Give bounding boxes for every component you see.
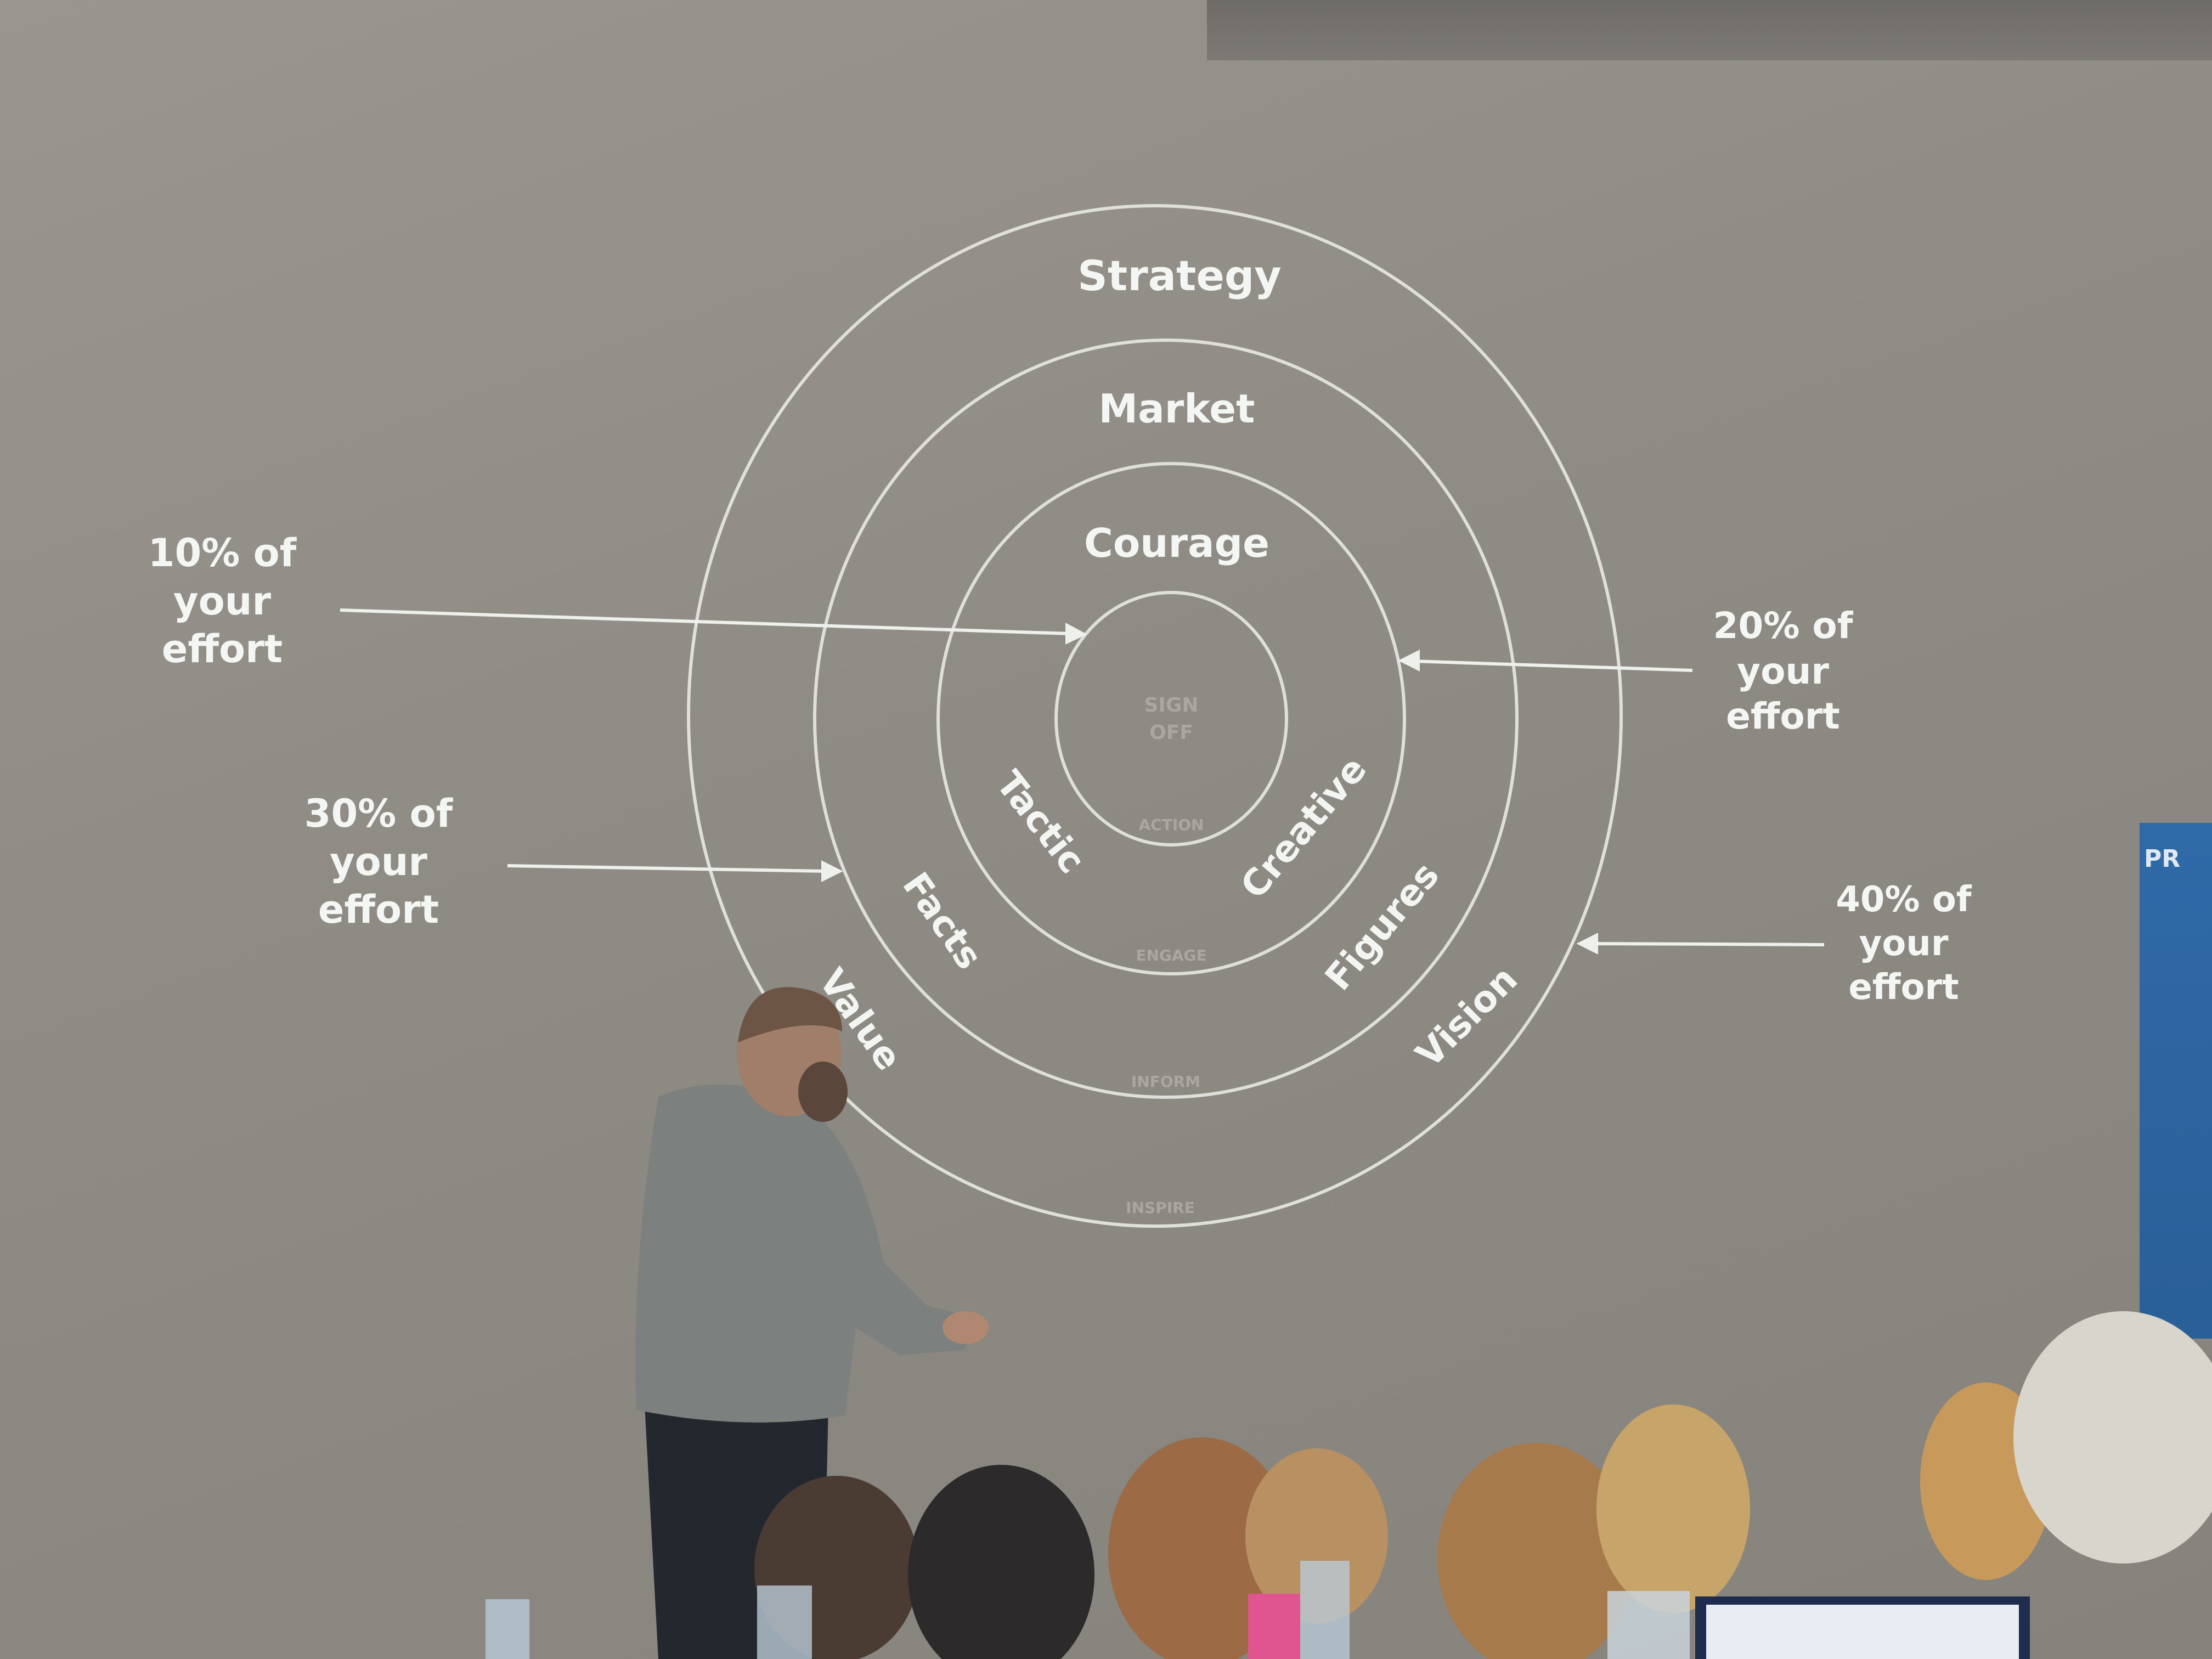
banner-text: PR [2144, 845, 2181, 873]
ceiling-edge [1207, 0, 2212, 60]
water-bottle-3 [1300, 1561, 1350, 1659]
audience [486, 1311, 2212, 1659]
effort-20-line1: 20% of [1713, 605, 1853, 647]
presenter-figure [635, 987, 989, 1659]
effort-label-30: 30% of your effort [263, 790, 494, 934]
presenter-beard [798, 1062, 848, 1122]
arrow-20-head [1398, 650, 1420, 672]
arrow-40-head [1576, 933, 1598, 955]
effort-30-line3: effort [318, 887, 439, 932]
presenter-torso [635, 1085, 971, 1423]
center-label-off: OFF [1149, 721, 1193, 744]
audience-head-2 [908, 1465, 1094, 1659]
effort-label-40: 40% of your effort [1788, 878, 2019, 1009]
arrow-20-line [1412, 659, 1693, 672]
effort-10-line3: effort [161, 627, 283, 672]
ring-label-market: Market [1098, 386, 1255, 432]
pink-bottle [1248, 1594, 1300, 1659]
arrow-30-head [821, 860, 843, 882]
presenter-hair [738, 987, 842, 1042]
outer-ring [687, 204, 1623, 1228]
arrow-40-line [1593, 942, 1825, 946]
effort-40-line3: effort [1848, 967, 1959, 1008]
inner-ring [1054, 591, 1288, 847]
ring-label-strategy: Strategy [1077, 251, 1282, 300]
audience-head-5 [1437, 1443, 1635, 1659]
water-bottle-4 [1607, 1591, 1690, 1659]
faint-label-inspire: INSPIRE [1126, 1199, 1195, 1217]
third-ring [936, 462, 1406, 975]
effort-40-line1: 40% of [1836, 879, 1972, 920]
center-label-sign: SIGN [1144, 694, 1199, 716]
audience-head-6 [1596, 1404, 1750, 1613]
audience-head-3 [1108, 1437, 1295, 1659]
effort-10-line1: 10% of [148, 531, 297, 575]
effort-40-line2: your [1859, 923, 1949, 964]
effort-label-20: 20% of your effort [1668, 603, 1898, 740]
effort-label-10: 10% of your effort [107, 529, 337, 674]
ring-label-courage: Courage [1084, 520, 1270, 566]
effort-20-line2: your [1737, 650, 1829, 692]
effort-30-line1: 30% of [304, 791, 453, 836]
audience-head-4 [1245, 1448, 1388, 1624]
effort-10-line2: your [173, 578, 272, 624]
faint-label-engage: ENGAGE [1136, 946, 1207, 964]
faint-label-inform: INFORM [1131, 1073, 1201, 1091]
effort-30-line2: your [329, 839, 428, 884]
presenter-hand [943, 1311, 989, 1344]
arrow-10-head [1065, 623, 1087, 645]
faint-label-action: ACTION [1138, 816, 1204, 834]
second-ring [813, 338, 1519, 1099]
side-banner: PR [2140, 823, 2212, 1339]
effort-20-line3: effort [1726, 695, 1840, 737]
water-bottle-1 [486, 1599, 529, 1659]
water-bottle-2 [757, 1585, 812, 1659]
arrow-30-line [507, 864, 826, 873]
laptop-display [1706, 1605, 2019, 1659]
audience-head-8 [2013, 1311, 2212, 1564]
arrow-10-line [340, 608, 1070, 635]
